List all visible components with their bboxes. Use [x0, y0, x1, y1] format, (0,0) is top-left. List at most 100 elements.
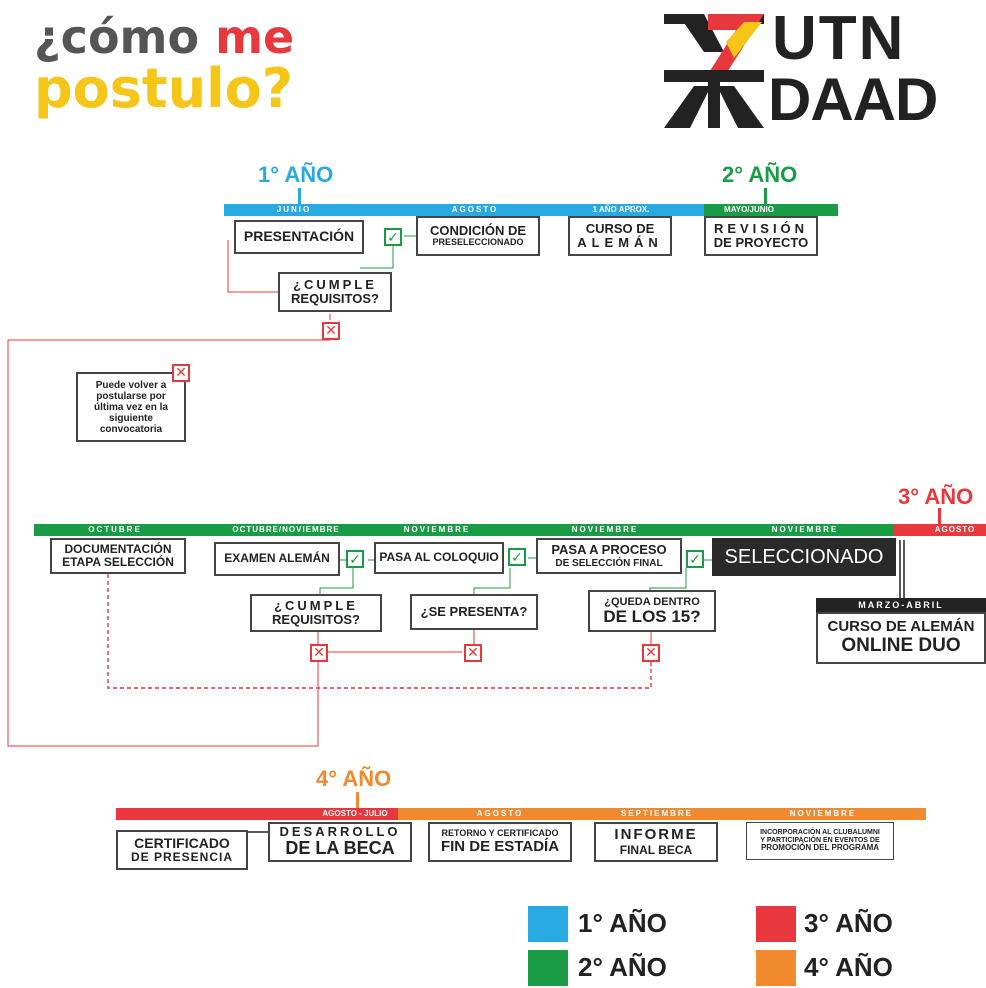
marzo-abril-label: MARZO-ABRIL [858, 600, 944, 610]
logo-text-utn: UTN [772, 4, 906, 73]
note-line2: postularse por [96, 390, 166, 402]
legend-label-year3: 3° AÑO [804, 908, 893, 938]
box-informe-final: INFORME FINAL BECA [594, 822, 718, 862]
page-subtitle: postulo? [34, 57, 294, 120]
note-line3: última vez en la [94, 401, 168, 413]
box-condicion-preseleccionado: CONDICIÓN DE PRESELECCIONADO [416, 216, 540, 256]
timeline-bar-row1-blue [224, 204, 704, 216]
condicion-line1: CONDICIÓN DE [429, 222, 527, 238]
box-desarrollo-beca: DESARROLLO DE LA BECA [268, 822, 412, 862]
queda-line1: ¿QUEDA DENTRO [604, 595, 700, 608]
logo-text-daad: DAAD [768, 66, 938, 133]
curso-online-line2: ONLINE DUO [841, 634, 961, 656]
seleccionado-label: SELECCIONADO [724, 546, 884, 568]
desarrollo-line1: DESARROLLO [279, 823, 401, 839]
year-label-1: 1° AÑO [258, 162, 334, 187]
bar-label-1-anio: 1 AÑO APROX. [592, 205, 650, 214]
box-certificado-presencia: CERTIFICADO DE PRESENCIA [116, 830, 248, 870]
box-incorporacion-clubalumni: INCORPORACIÓN AL CLUBALUMNI Y PARTICIPAC… [746, 822, 894, 860]
cumple1-line1: ¿CUMPLE [293, 276, 377, 292]
bar-label-octubre: OCTUBRE [88, 525, 142, 534]
bar-label-mayo-junio: MAYO/JUNIO [724, 205, 774, 214]
curso-line2: ALEMÁN [577, 235, 663, 250]
incorporacion-line2: Y PARTICIPACIÓN EN EVENTOS DE [760, 836, 880, 844]
box-examen-aleman: EXAMEN ALEMÁN [214, 542, 340, 576]
retorno-line1: RETORNO Y CERTIFICADO [441, 827, 559, 838]
box-se-presenta: ¿SE PRESENTA? [410, 594, 538, 630]
box-revision-proyecto: REVISIÓN DE PROYECTO [704, 216, 818, 256]
incorporacion-line1: INCORPORACIÓN AL CLUBALUMNI [760, 828, 880, 836]
legend-swatch-year1 [528, 906, 568, 942]
legend-swatch-year2 [528, 950, 568, 986]
cumple2-line2: REQUISITOS? [272, 612, 360, 627]
check-icon: ✓ [508, 548, 526, 566]
legend-label-year4: 4° AÑO [804, 952, 893, 982]
box-retorno-certificado: RETORNO Y CERTIFICADO FIN DE ESTADÍA [428, 822, 572, 862]
revision-line2: DE PROYECTO [713, 235, 809, 250]
pasa-proceso-line2: DE SELECCIÓN FINAL [555, 557, 663, 569]
bar-label-agosto: AGOSTO [451, 205, 499, 214]
box-queda-dentro: ¿QUEDA DENTRO DE LOS 15? [588, 590, 716, 632]
queda-line2: DE LOS 15? [603, 606, 701, 626]
cross-icon: ✕ [464, 644, 482, 662]
marzo-abril-header: MARZO-ABRIL [816, 598, 986, 612]
bar-label-septiembre: SEPTIEMBRE [620, 809, 693, 818]
revision-line1: REVISIÓN [713, 220, 809, 236]
box-documentacion: DOCUMENTACIÓN ETAPA SELECCIÓN [50, 538, 186, 574]
timeline-bar-row3-orange [398, 808, 926, 820]
legend-label-year1: 1° AÑO [578, 908, 667, 938]
note-line1: Puede volver a [95, 379, 167, 391]
timeline-bar-row1-green [704, 204, 838, 216]
note-line5: convocatoria [99, 423, 163, 435]
year-marker-2 [764, 188, 767, 206]
bar-label-noviembre-3: NOVIEMBRE [771, 525, 839, 534]
legend-swatch-year4 [756, 950, 796, 986]
certificado-line1: CERTIFICADO [134, 834, 230, 851]
coloquio-label: PASA AL COLOQUIO [379, 550, 499, 565]
incorporacion-line3: PROMOCIÓN DEL PROGRAMA [760, 843, 880, 853]
legend-label-year2: 2° AÑO [578, 952, 667, 982]
bar-label-agosto-julio: AGOSTO - JULIO [322, 809, 388, 818]
utn-emblem-icon [664, 14, 764, 128]
informe-line1: INFORME [614, 826, 698, 844]
examen-label: EXAMEN ALEMÁN [224, 551, 330, 566]
check-icon: ✓ [346, 550, 364, 568]
se-presenta-label: ¿SE PRESENTA? [420, 603, 528, 619]
documentacion-line1: DOCUMENTACIÓN [64, 541, 172, 556]
check-icon: ✓ [686, 550, 704, 568]
bar-label-agosto-row2: AGOSTO [934, 525, 976, 534]
retorno-line2: FIN DE ESTADÍA [440, 837, 560, 855]
year-label-3: 3° AÑO [898, 484, 974, 509]
bar-label-noviembre-2: NOVIEMBRE [571, 525, 639, 534]
year-marker-4 [356, 792, 359, 810]
box-seleccionado: SELECCIONADO [712, 538, 896, 576]
box-presentacion: PRESENTACIÓN [234, 220, 364, 254]
bar-label-oct-nov: OCTUBRE/NOVIEMBRE [232, 525, 340, 534]
cross-icon: ✕ [642, 644, 660, 662]
documentacion-line2: ETAPA SELECCIÓN [62, 555, 174, 569]
title-word-como: ¿cómo [34, 10, 200, 64]
note-volver-postularse: Puede volver a postularse por última vez… [76, 372, 186, 442]
box-cumple-requisitos-1: ¿CUMPLE REQUISITOS? [278, 272, 392, 312]
condicion-line2: PRESELECCIONADO [432, 237, 524, 248]
utn-daad-logo: UTN DAAD [664, 8, 964, 133]
curso-online-line1: CURSO DE ALEMÁN [827, 618, 975, 636]
certificado-line2: DE PRESENCIA [130, 850, 234, 865]
title-word-me: me [215, 10, 295, 64]
cross-icon: ✕ [310, 644, 328, 662]
informe-line2: FINAL BECA [619, 842, 693, 857]
box-cumple-requisitos-2: ¿CUMPLE REQUISITOS? [250, 594, 382, 632]
cumple1-line2: REQUISITOS? [291, 291, 379, 306]
year-marker-3 [938, 508, 941, 526]
pasa-proceso-line1: PASA A PROCESO [551, 542, 667, 558]
cross-icon: ✕ [172, 364, 190, 382]
year-label-4: 4° AÑO [316, 766, 392, 791]
timeline-bar-row2-green [34, 524, 894, 536]
page-title: ¿cómo me [34, 14, 294, 60]
year-label-2: 2° AÑO [722, 162, 798, 187]
box-presentacion-label: PRESENTACIÓN [243, 228, 355, 245]
cross-icon: ✕ [322, 322, 340, 340]
box-pasa-coloquio: PASA AL COLOQUIO [374, 542, 504, 574]
bar-label-junio: JUNIO [276, 205, 312, 214]
cumple2-line1: ¿CUMPLE [274, 597, 358, 613]
